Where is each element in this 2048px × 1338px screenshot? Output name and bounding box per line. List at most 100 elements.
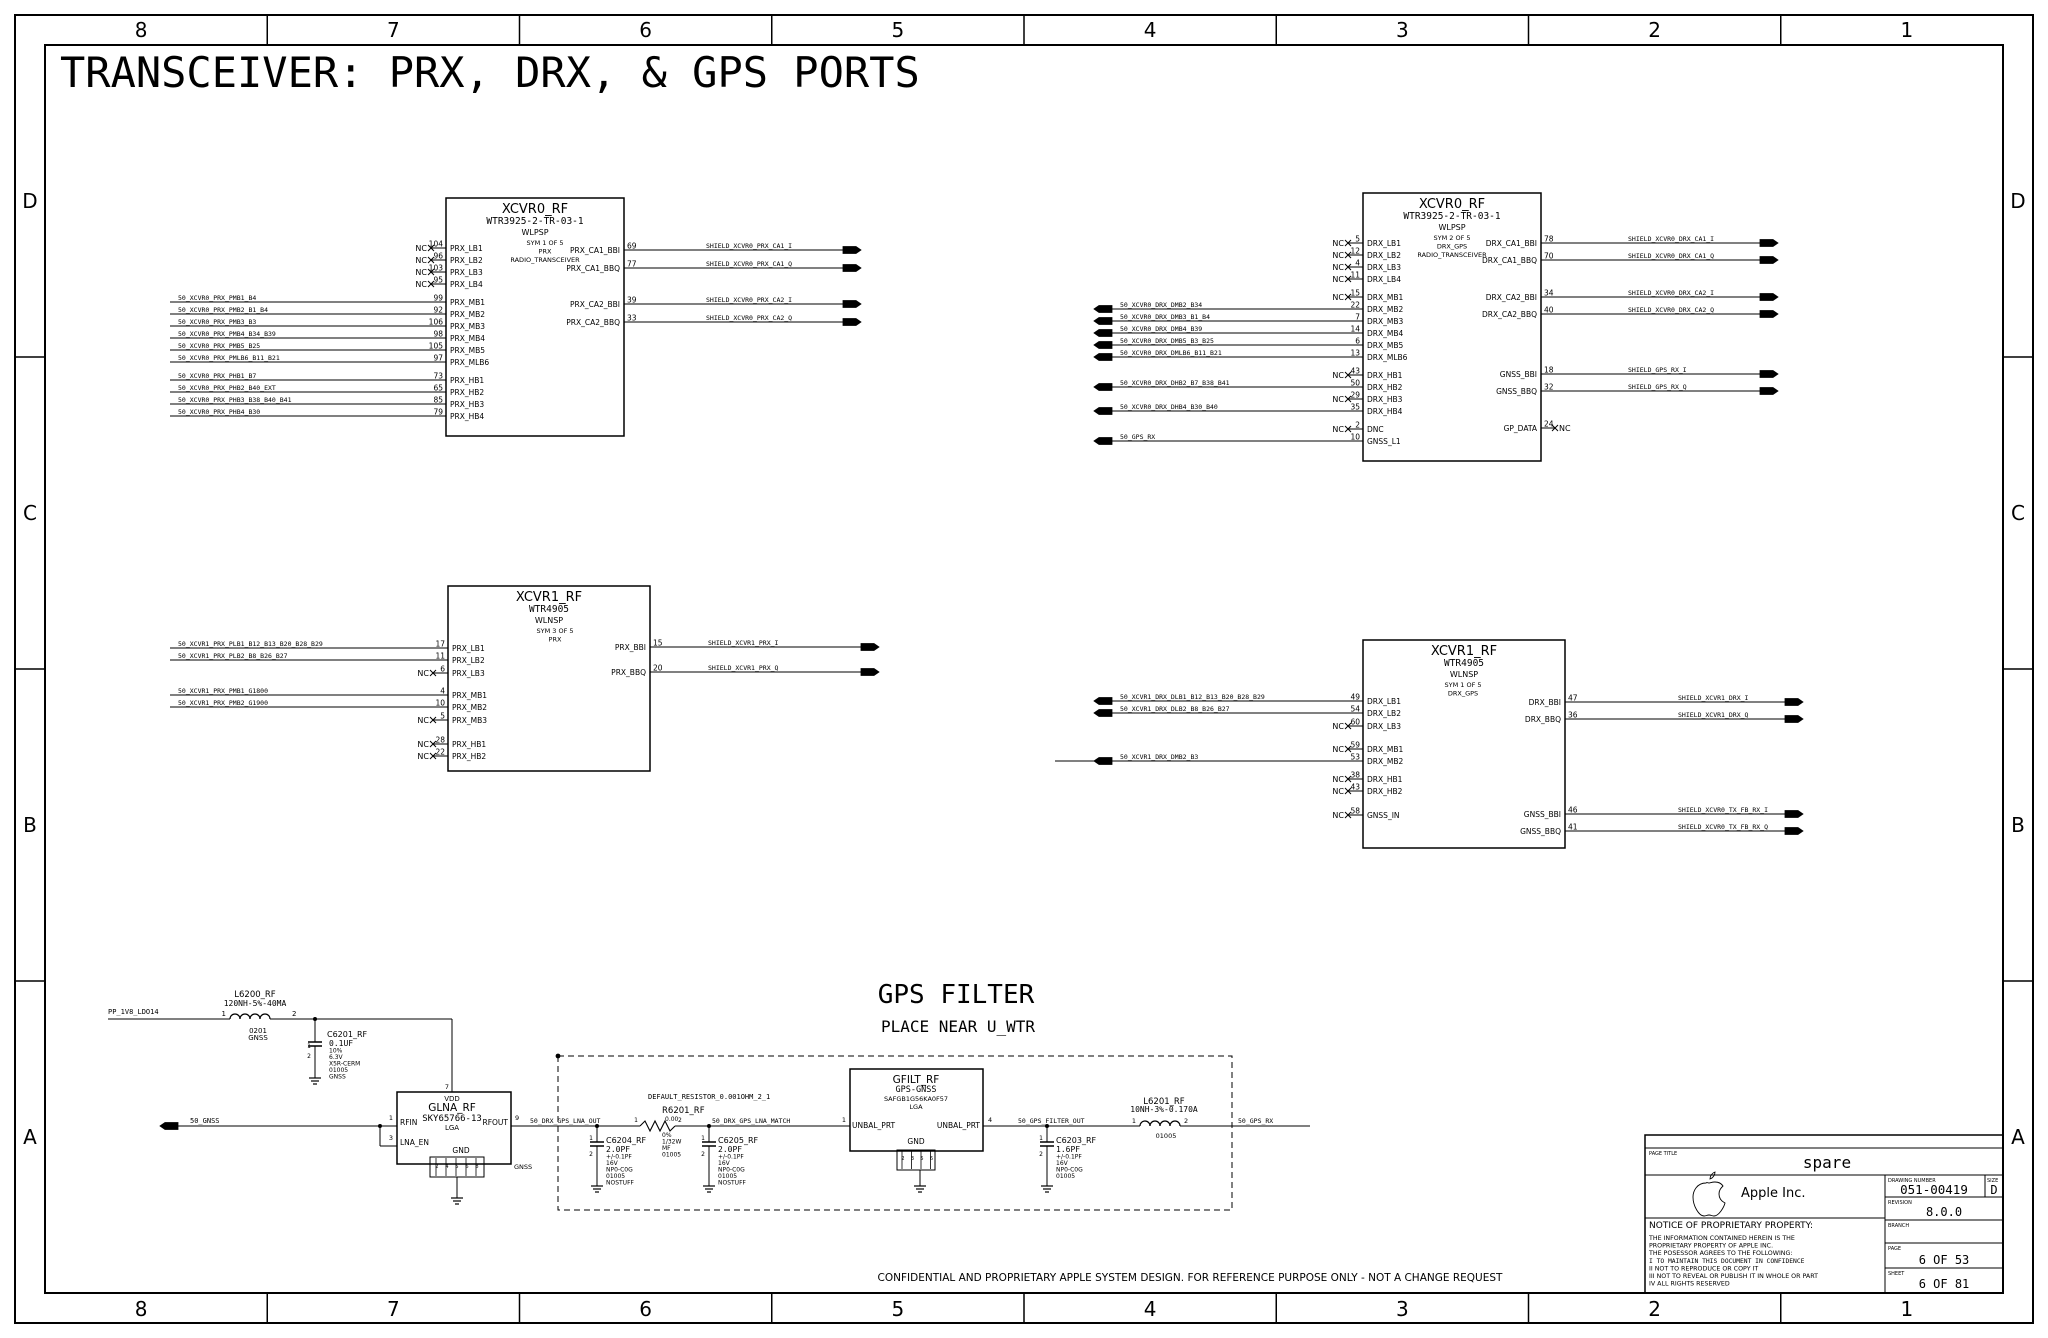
frame-row-label: D	[2010, 189, 2025, 213]
net-port-flag	[1759, 310, 1779, 318]
pin-drx-lb1: DRX_LB14950_XCVR1_DRX_DLB1_B12_B13_B20_B…	[1093, 693, 1401, 706]
cap-spec: 16V	[1056, 1160, 1069, 1167]
resistor-r6201: DEFAULT_RESISTOR_0.001OHM_2_1R6201_RF0.0…	[634, 1093, 770, 1159]
wire	[1551, 424, 1559, 432]
net-name: 50_XCVR1_PRX_PLB1_B12_B13_B20_B28_B29	[178, 640, 323, 648]
cap-spec: NOSTUFF	[606, 1180, 635, 1187]
apple-logo-icon	[1692, 1171, 1726, 1217]
pin-number: 79	[433, 408, 443, 417]
nc-label: NC	[1332, 811, 1344, 820]
wire	[429, 669, 437, 677]
net-name: 50_XCVR1_PRX_PMB1_G1800	[178, 687, 268, 695]
pin-name: PRX_LB3	[452, 669, 485, 678]
net-port-flag	[1093, 305, 1113, 313]
pin-number: 20	[653, 664, 663, 673]
notice-line: THE POSESSOR AGREES TO THE FOLLOWING:	[1648, 1250, 1793, 1257]
net-name: 50_GPS_RX	[1238, 1117, 1273, 1125]
net-name: SHIELD_XCVR0_PRX_CA1_I	[706, 242, 792, 250]
pin-name: DRX_CA1_BBQ	[1482, 256, 1537, 265]
sheet-value: 6 OF 81	[1919, 1277, 1970, 1291]
pin-number: 4	[1355, 259, 1360, 268]
pin-name: PRX_BBQ	[611, 668, 646, 677]
pin-number: 17	[435, 640, 445, 649]
pin-number: 5	[440, 712, 445, 721]
pin-name: GND	[907, 1137, 924, 1146]
wire	[1344, 239, 1352, 247]
notice-line: II NOT TO REPRODUCE OR COPY IT	[1649, 1265, 1758, 1272]
pin-number: 95	[433, 276, 443, 285]
pin-name: PRX_MB3	[450, 322, 485, 331]
wire	[427, 280, 435, 288]
net-port-flag	[1759, 239, 1779, 247]
box-corner-dot	[555, 1053, 561, 1059]
page-label: PAGE	[1888, 1246, 1901, 1252]
pin-name: UNBAL_PRT	[852, 1121, 895, 1130]
cap-spec: 01005	[718, 1173, 737, 1180]
net-name: SHIELD_XCVR0_TX_FB_RX_I	[1678, 806, 1768, 814]
pin-number: 8	[475, 1164, 478, 1170]
cap-spec: 0.1UF	[329, 1039, 353, 1048]
net-name: 50_XCVR0_PRX_PHB2_B40_EXT	[178, 384, 276, 392]
package: 0201	[249, 1027, 267, 1035]
pin-name: GP_DATA	[1504, 424, 1538, 433]
junction-dot	[378, 1124, 382, 1128]
cap-spec: 01005	[606, 1173, 625, 1180]
pin-number: 1	[307, 1043, 311, 1050]
pin-name: DRX_HB4	[1367, 407, 1403, 416]
pin-number: 24	[1544, 420, 1554, 429]
part-number: SAFGB1G56KA0F57	[884, 1095, 948, 1103]
pin-number: 59	[1350, 741, 1360, 750]
res-spec: 0%	[662, 1132, 672, 1139]
net-name: 50_XCVR1_DRX_DLB2_B8_B26_B27	[1120, 705, 1230, 713]
nc-marker	[427, 244, 435, 252]
wire	[429, 752, 437, 760]
pin-number: 1	[842, 1116, 846, 1124]
pin-number: 39	[627, 296, 637, 305]
symbol-body	[1362, 639, 1566, 849]
pin-name: PRX_BBI	[615, 643, 646, 652]
net-port-flag	[1093, 697, 1113, 705]
cap-spec: 2.0PF	[718, 1145, 742, 1154]
nc-marker	[1344, 745, 1352, 753]
pin-name: LNA_EN	[400, 1138, 429, 1147]
title-block-frame	[1644, 1134, 2004, 1294]
pin-name: DRX_CA2_BBQ	[1482, 310, 1537, 319]
net-port-flag	[1093, 353, 1113, 361]
nc-label: NC	[1332, 251, 1344, 260]
nc-marker	[427, 256, 435, 264]
pin-number: 11	[1350, 271, 1360, 280]
pin-number: 12	[1350, 247, 1360, 256]
nc-marker	[429, 740, 437, 748]
symbol-package: WLNSP	[1450, 670, 1478, 679]
frame-col-label: 3	[1396, 18, 1409, 42]
pin-name: DRX_HB1	[1367, 371, 1403, 380]
cap-spec: 16V	[718, 1160, 731, 1167]
cap-spec: NOSTUFF	[718, 1180, 747, 1187]
pin-name: PRX_MB2	[452, 703, 487, 712]
pin-number: 46	[1568, 806, 1578, 815]
pin-number: 22	[1350, 301, 1360, 310]
net-name: 50_XCVR0_PRX_PHB1_B7	[178, 372, 256, 380]
net-name: 50_XCVR1_DRX_DLB1_B12_B13_B20_B28_B29	[1120, 693, 1265, 701]
pin-name: PRX_CA2_BBI	[570, 300, 620, 309]
pin-name: DRX_HB1	[1367, 775, 1403, 784]
pin-number: 65	[433, 384, 443, 393]
pin-number: 11	[435, 652, 445, 661]
